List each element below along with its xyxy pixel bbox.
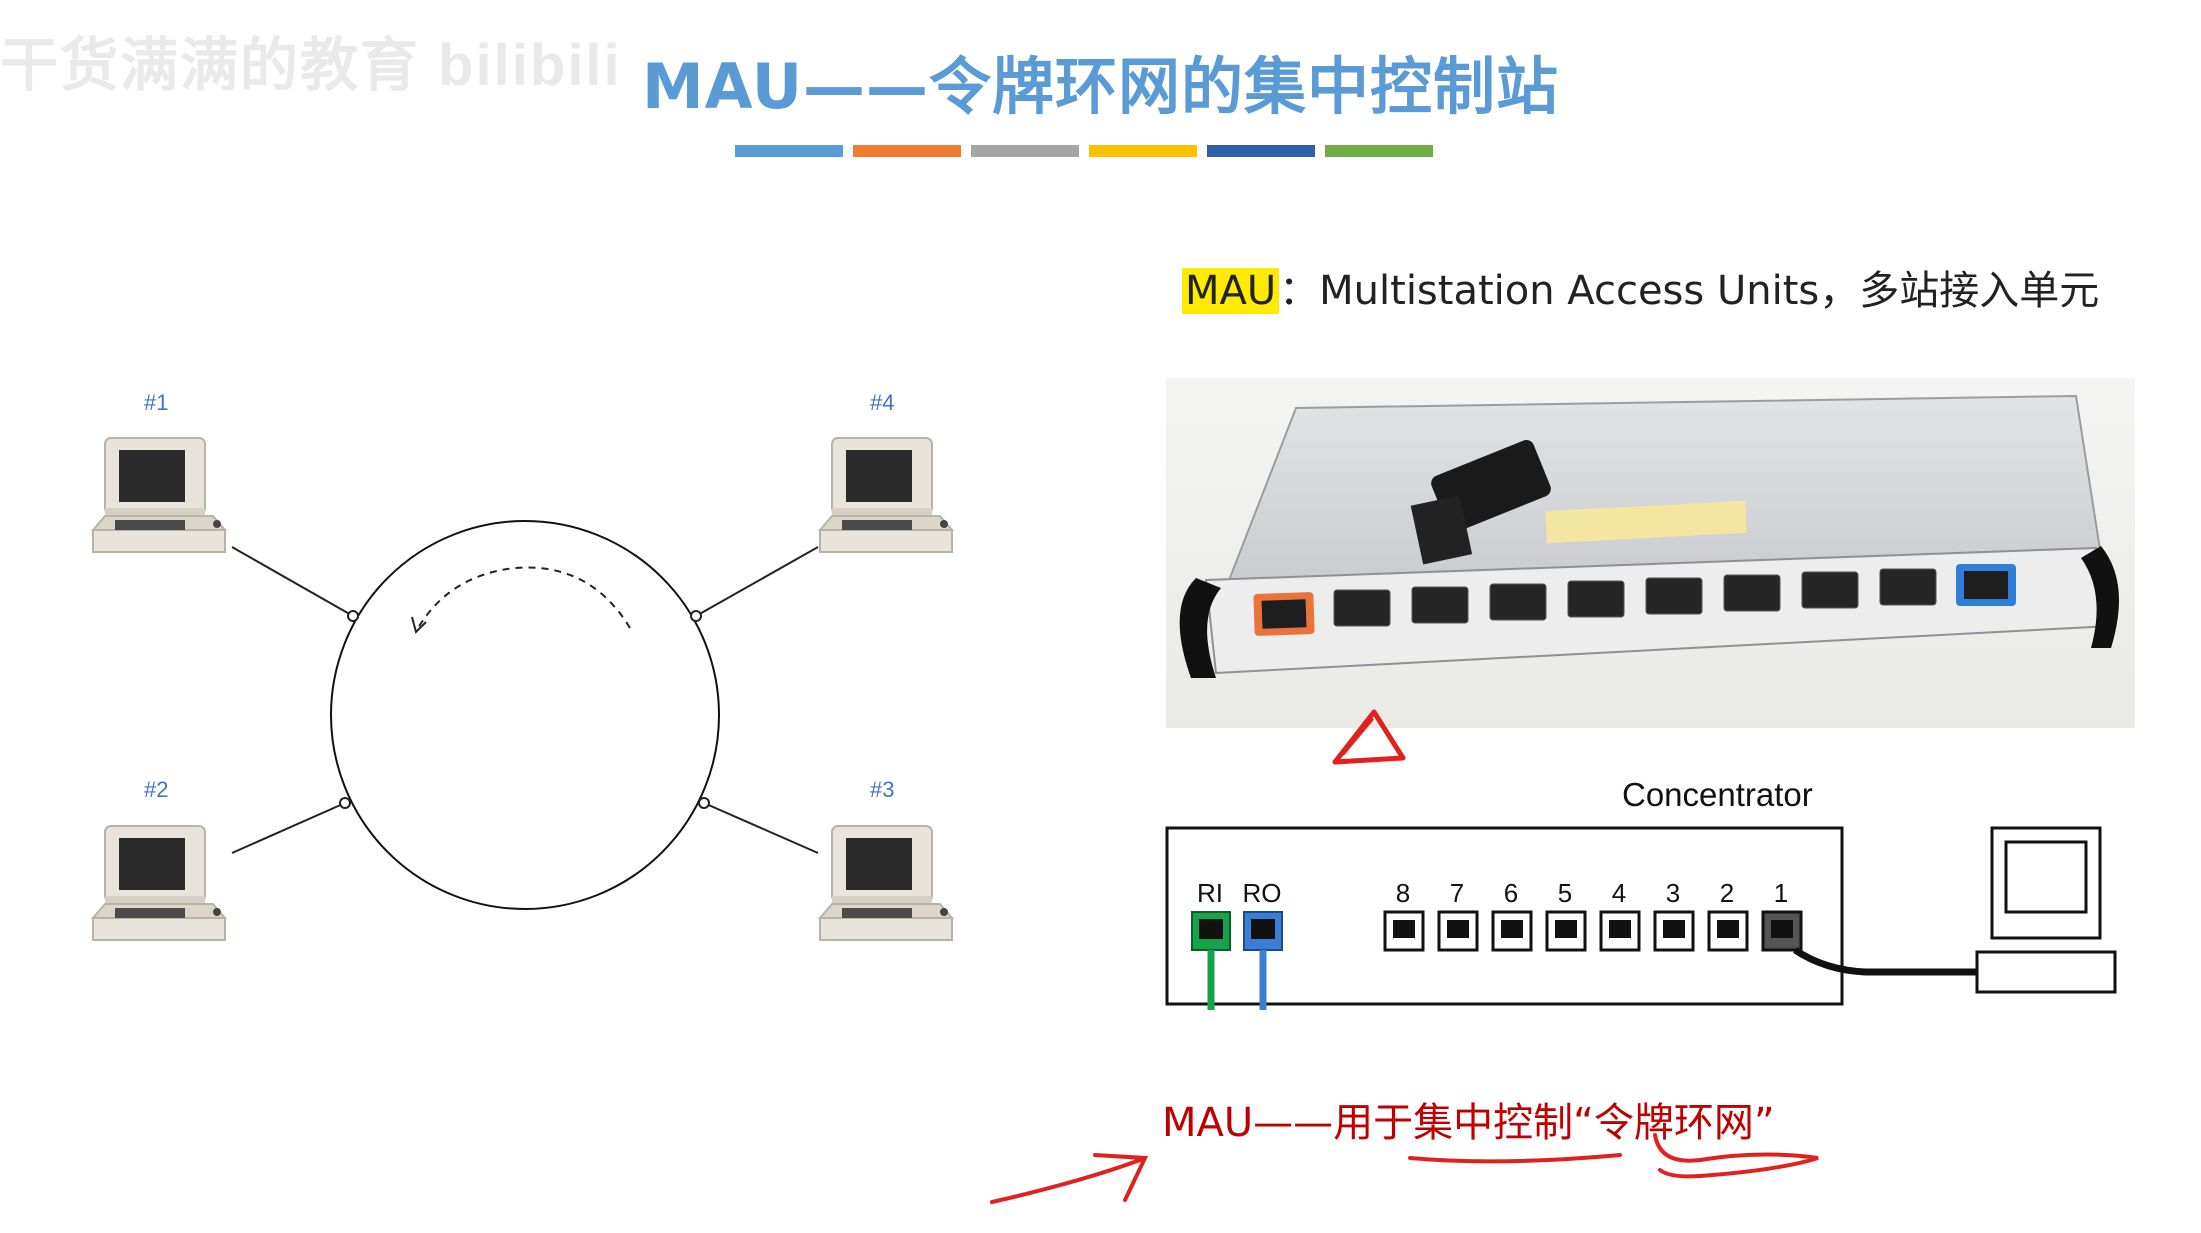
port-label-3: 3 [1666, 878, 1680, 908]
port-4 [1599, 910, 1641, 952]
link-2 [231, 802, 346, 854]
pc-screen [2004, 840, 2088, 914]
computer-icon-3 [819, 825, 953, 941]
mau-device-photo [1166, 378, 2135, 728]
port-label-2: 2 [1720, 878, 1734, 908]
accent-bar-4 [1089, 145, 1197, 157]
port-label-1: 1 [1774, 878, 1788, 908]
port-label-6: 6 [1504, 878, 1518, 908]
port-label-8: 8 [1396, 878, 1410, 908]
computer-icon-2 [92, 825, 226, 941]
station-label-3: #3 [870, 777, 895, 802]
link-1 [231, 546, 354, 617]
port-label-4: 4 [1612, 878, 1626, 908]
mau-definition-text: ：Multistation Access Units，多站接入单元 [1279, 268, 2100, 314]
station-label-1: #1 [144, 390, 169, 415]
port-8 [1383, 910, 1425, 952]
link-3 [703, 802, 819, 854]
accent-bar-2 [853, 145, 961, 157]
junction-3 [698, 797, 710, 809]
port-label-ro: RO [1243, 878, 1282, 908]
slide-title: MAU——令牌环网的集中控制站 [641, 50, 1560, 123]
bottom-note: MAU——用于集中控制“令牌环网” [1162, 1100, 1775, 1146]
port-ri-socket [1199, 919, 1223, 939]
link-4 [695, 546, 819, 617]
pc-cable [1793, 947, 1977, 976]
port-label-7: 7 [1450, 878, 1464, 908]
mau-definition: MAU：Multistation Access Units，多站接入单元 [1182, 258, 2099, 316]
token-ring-diagram [92, 437, 953, 941]
accent-bar-3 [971, 145, 1079, 157]
computer-icon-4 [819, 437, 953, 553]
port-label-ri: RI [1197, 878, 1223, 908]
port-3 [1653, 910, 1695, 952]
pc-base [1975, 950, 2117, 994]
port-ro-socket [1251, 919, 1275, 939]
accent-bar-1 [735, 145, 843, 157]
junction-4 [690, 610, 702, 622]
junction-1 [347, 610, 359, 622]
junction-2 [339, 797, 351, 809]
concentrator-diagram: RI RO 8 7 6 5 4 3 2 1 [1165, 826, 2117, 1010]
arrow-head [411, 616, 427, 634]
port-label-5: 5 [1558, 878, 1572, 908]
mau-highlight: MAU [1182, 268, 1280, 314]
computer-icon-1 [92, 437, 226, 553]
accent-bar-5 [1207, 145, 1315, 157]
accent-bar-6 [1325, 145, 1433, 157]
annotation-underline-1 [1408, 1153, 1622, 1164]
ring-circle [330, 520, 720, 910]
watermark: 干货满满的教育 bilibili [0, 33, 622, 98]
concentrator-label: Concentrator [1622, 776, 1813, 813]
token-direction-arrow [417, 566, 631, 629]
station-label-4: #4 [870, 390, 895, 415]
station-label-2: #2 [144, 777, 169, 802]
